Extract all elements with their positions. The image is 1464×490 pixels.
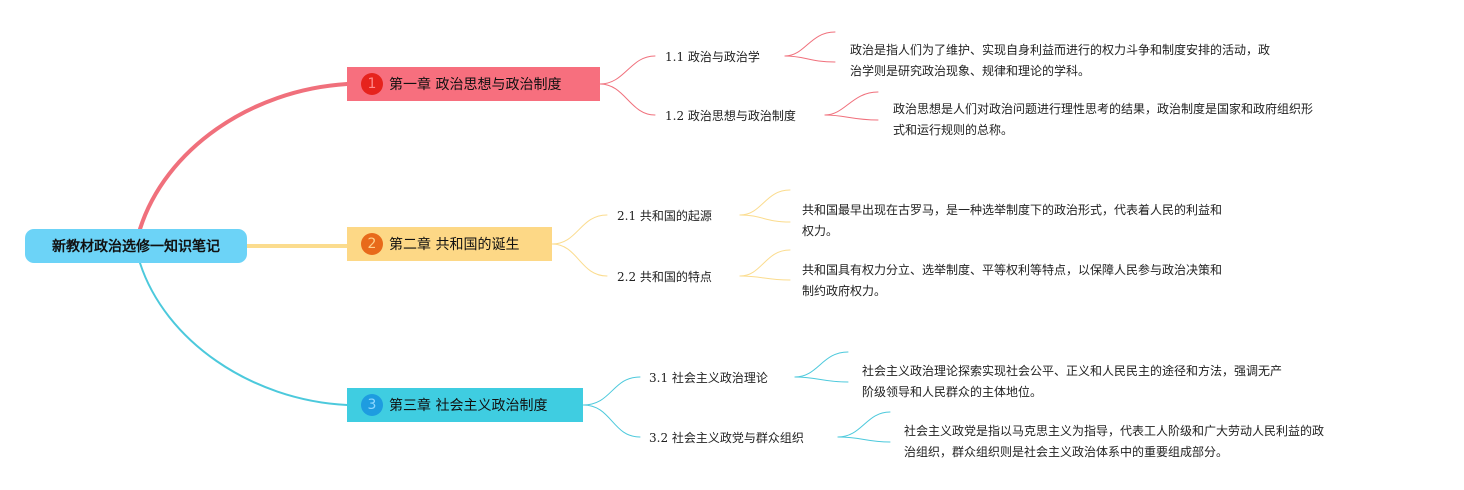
- sub-3-2-to-desc-line-b: [837, 436, 891, 443]
- chapter-2-title: 第二章 共和国的诞生: [389, 237, 520, 253]
- root-topic-label: 新教材政治选修一知识笔记: [52, 239, 220, 255]
- description-1-2[interactable]: 政治思想是人们对政治问题进行理性思考的结果，政治制度是国家和政府组织形 式和运行…: [893, 99, 1313, 141]
- number-badge-2-icon: 2: [361, 233, 383, 255]
- sub-3-1-to-desc-line: [794, 351, 849, 378]
- description-3-1[interactable]: 社会主义政治理论探索实现社会公平、正义和人民民主的途径和方法，强调无产 阶级领导…: [862, 361, 1282, 403]
- sub-2-2-to-desc-line: [739, 249, 791, 277]
- description-2-1[interactable]: 共和国最早出现在古罗马，是一种选举制度下的政治形式，代表着人民的利益和 权力。: [802, 200, 1222, 242]
- sub-2-1-to-desc-line-b: [739, 214, 791, 223]
- chapter-3-to-sub-2-line: [582, 404, 641, 438]
- chapter-1-to-sub-1-line: [599, 55, 656, 85]
- description-line: 制约政府权力。: [802, 284, 887, 298]
- description-line: 治学则是研究政治现象、规律和理论的学科。: [850, 64, 1091, 78]
- sub-3-1-to-desc-line-b: [794, 376, 849, 383]
- root-to-chapter-3-line: [139, 262, 348, 406]
- chapter-2-topic[interactable]: 2 第二章 共和国的诞生: [347, 227, 552, 261]
- sub-1-1-to-desc-line: [784, 31, 836, 57]
- sub-1-2-to-desc-line: [824, 91, 879, 116]
- chapter-3-topic[interactable]: 3 第三章 社会主义政治制度: [347, 388, 583, 422]
- subtopic-title: 社会主义政治理论: [671, 371, 768, 385]
- chapter-1-to-sub-2-line: [599, 83, 656, 116]
- subtopic-title: 社会主义政党与群众组织: [671, 431, 804, 445]
- chapter-2-to-sub-1-line: [551, 214, 608, 245]
- sub-1-1-to-desc-line-b: [784, 55, 836, 63]
- subtopic-title: 政治思想与政治制度: [687, 109, 796, 123]
- description-2-2[interactable]: 共和国具有权力分立、选举制度、平等权利等特点，以保障人民参与政治决策和 制约政府…: [802, 260, 1222, 302]
- description-line: 权力。: [802, 224, 839, 238]
- chapter-2-to-sub-2-line: [551, 243, 608, 277]
- number-badge-1-icon: 1: [361, 73, 383, 95]
- sub-3-2-to-desc-line: [837, 411, 891, 438]
- subtopic-number: 3.2: [649, 431, 669, 445]
- subtopic-2-1[interactable]: 2.1 共和国的起源: [617, 207, 712, 224]
- subtopic-number: 1.1: [665, 50, 685, 64]
- root-to-chapter-1-line: [138, 82, 349, 231]
- root-topic[interactable]: 新教材政治选修一知识笔记: [25, 229, 247, 263]
- subtopic-3-1[interactable]: 3.1 社会主义政治理论: [649, 369, 768, 386]
- subtopic-number: 1.2: [665, 109, 685, 123]
- subtopic-2-2[interactable]: 2.2 共和国的特点: [617, 268, 712, 285]
- subtopic-1-2[interactable]: 1.2 政治思想与政治制度: [665, 107, 796, 124]
- chapter-1-topic[interactable]: 1 第一章 政治思想与政治制度: [347, 67, 600, 101]
- subtopic-title: 共和国的特点: [639, 270, 712, 284]
- description-line: 共和国具有权力分立、选举制度、平等权利等特点，以保障人民参与政治决策和: [802, 263, 1223, 277]
- description-line: 社会主义政党是指以马克思主义为指导，代表工人阶级和广大劳动人民利益的政: [904, 424, 1325, 438]
- description-1-1[interactable]: 政治是指人们为了维护、实现自身利益而进行的权力斗争和制度安排的活动，政 治学则是…: [850, 40, 1270, 82]
- description-line: 阶级领导和人民群众的主体地位。: [862, 385, 1043, 399]
- subtopic-1-1[interactable]: 1.1 政治与政治学: [665, 48, 760, 65]
- subtopic-title: 政治与政治学: [687, 50, 760, 64]
- subtopic-title: 共和国的起源: [639, 209, 712, 223]
- subtopic-number: 2.2: [617, 270, 637, 284]
- description-line: 社会主义政治理论探索实现社会公平、正义和人民民主的途径和方法，强调无产: [862, 364, 1283, 378]
- subtopic-3-2[interactable]: 3.2 社会主义政党与群众组织: [649, 429, 804, 446]
- chapter-3-title: 第三章 社会主义政治制度: [389, 398, 548, 414]
- description-line: 式和运行规则的总称。: [893, 123, 1014, 137]
- description-line: 政治是指人们为了维护、实现自身利益而进行的权力斗争和制度安排的活动，政: [850, 43, 1271, 57]
- chapter-3-to-sub-1-line: [582, 376, 641, 406]
- description-line: 政治思想是人们对政治问题进行理性思考的结果，政治制度是国家和政府组织形: [893, 102, 1314, 116]
- chapter-1-title: 第一章 政治思想与政治制度: [389, 77, 562, 93]
- sub-2-1-to-desc-line: [739, 189, 791, 216]
- subtopic-number: 2.1: [617, 209, 637, 223]
- subtopic-number: 3.1: [649, 371, 669, 385]
- description-line: 共和国最早出现在古罗马，是一种选举制度下的政治形式，代表着人民的利益和: [802, 203, 1223, 217]
- description-line: 治组织，群众组织则是社会主义政治体系中的重要组成部分。: [904, 445, 1229, 459]
- description-3-2[interactable]: 社会主义政党是指以马克思主义为指导，代表工人阶级和广大劳动人民利益的政 治组织，…: [904, 421, 1324, 463]
- sub-2-2-to-desc-line-b: [739, 275, 791, 281]
- sub-1-2-to-desc-line-b: [824, 114, 879, 121]
- number-badge-3-icon: 3: [361, 394, 383, 416]
